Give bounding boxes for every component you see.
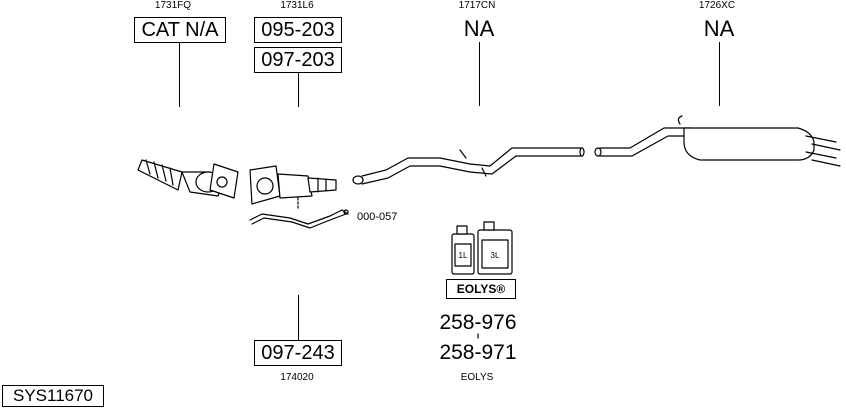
- leader-line-cat: [179, 43, 180, 107]
- part-code-1717CN: 1717CN: [458, 0, 496, 11]
- intermediate-pipe-part[interactable]: [352, 147, 585, 185]
- part-code-1726XC: 1726XC: [698, 0, 736, 11]
- ref-box-095-203[interactable]: 095-203: [254, 17, 342, 43]
- ref-box-cat-na[interactable]: CAT N/A: [134, 17, 226, 43]
- ref-box-097-243[interactable]: 097-243: [254, 340, 342, 366]
- dpf-part[interactable]: [249, 165, 337, 205]
- leader-line-gasket: [298, 295, 299, 340]
- eolys-brand-box: EOLYS®: [446, 279, 516, 299]
- catalyst-part[interactable]: [137, 159, 239, 199]
- bracket-part[interactable]: [249, 209, 349, 229]
- bottle-small-label: 1L: [459, 251, 468, 260]
- leader-line-pipe: [479, 42, 480, 106]
- ref-box-097-203[interactable]: 097-203: [254, 47, 342, 73]
- part-code-1731L6: 1731L6: [280, 0, 314, 11]
- ref-label-na-pipe[interactable]: NA: [463, 16, 495, 41]
- ref-label-258-971[interactable]: 258-971: [439, 341, 517, 364]
- additive-caption: EOLYS: [460, 372, 494, 383]
- part-code-1731FQ: 1731FQ: [154, 0, 192, 11]
- part-code-174020: 174020: [280, 372, 314, 383]
- additive-bottles: [451, 221, 513, 275]
- ref-label-000-057[interactable]: 000-057: [357, 211, 398, 223]
- bottle-large-label: 3L: [491, 251, 500, 260]
- leader-line-dpf: [298, 73, 299, 107]
- sheet-id-box: SYS11670: [2, 385, 104, 407]
- ref-label-na-silencer[interactable]: NA: [703, 16, 735, 41]
- leader-line-silencer: [719, 42, 720, 106]
- rear-silencer-part[interactable]: [594, 115, 841, 167]
- ref-label-258-976[interactable]: 258-976: [439, 311, 517, 334]
